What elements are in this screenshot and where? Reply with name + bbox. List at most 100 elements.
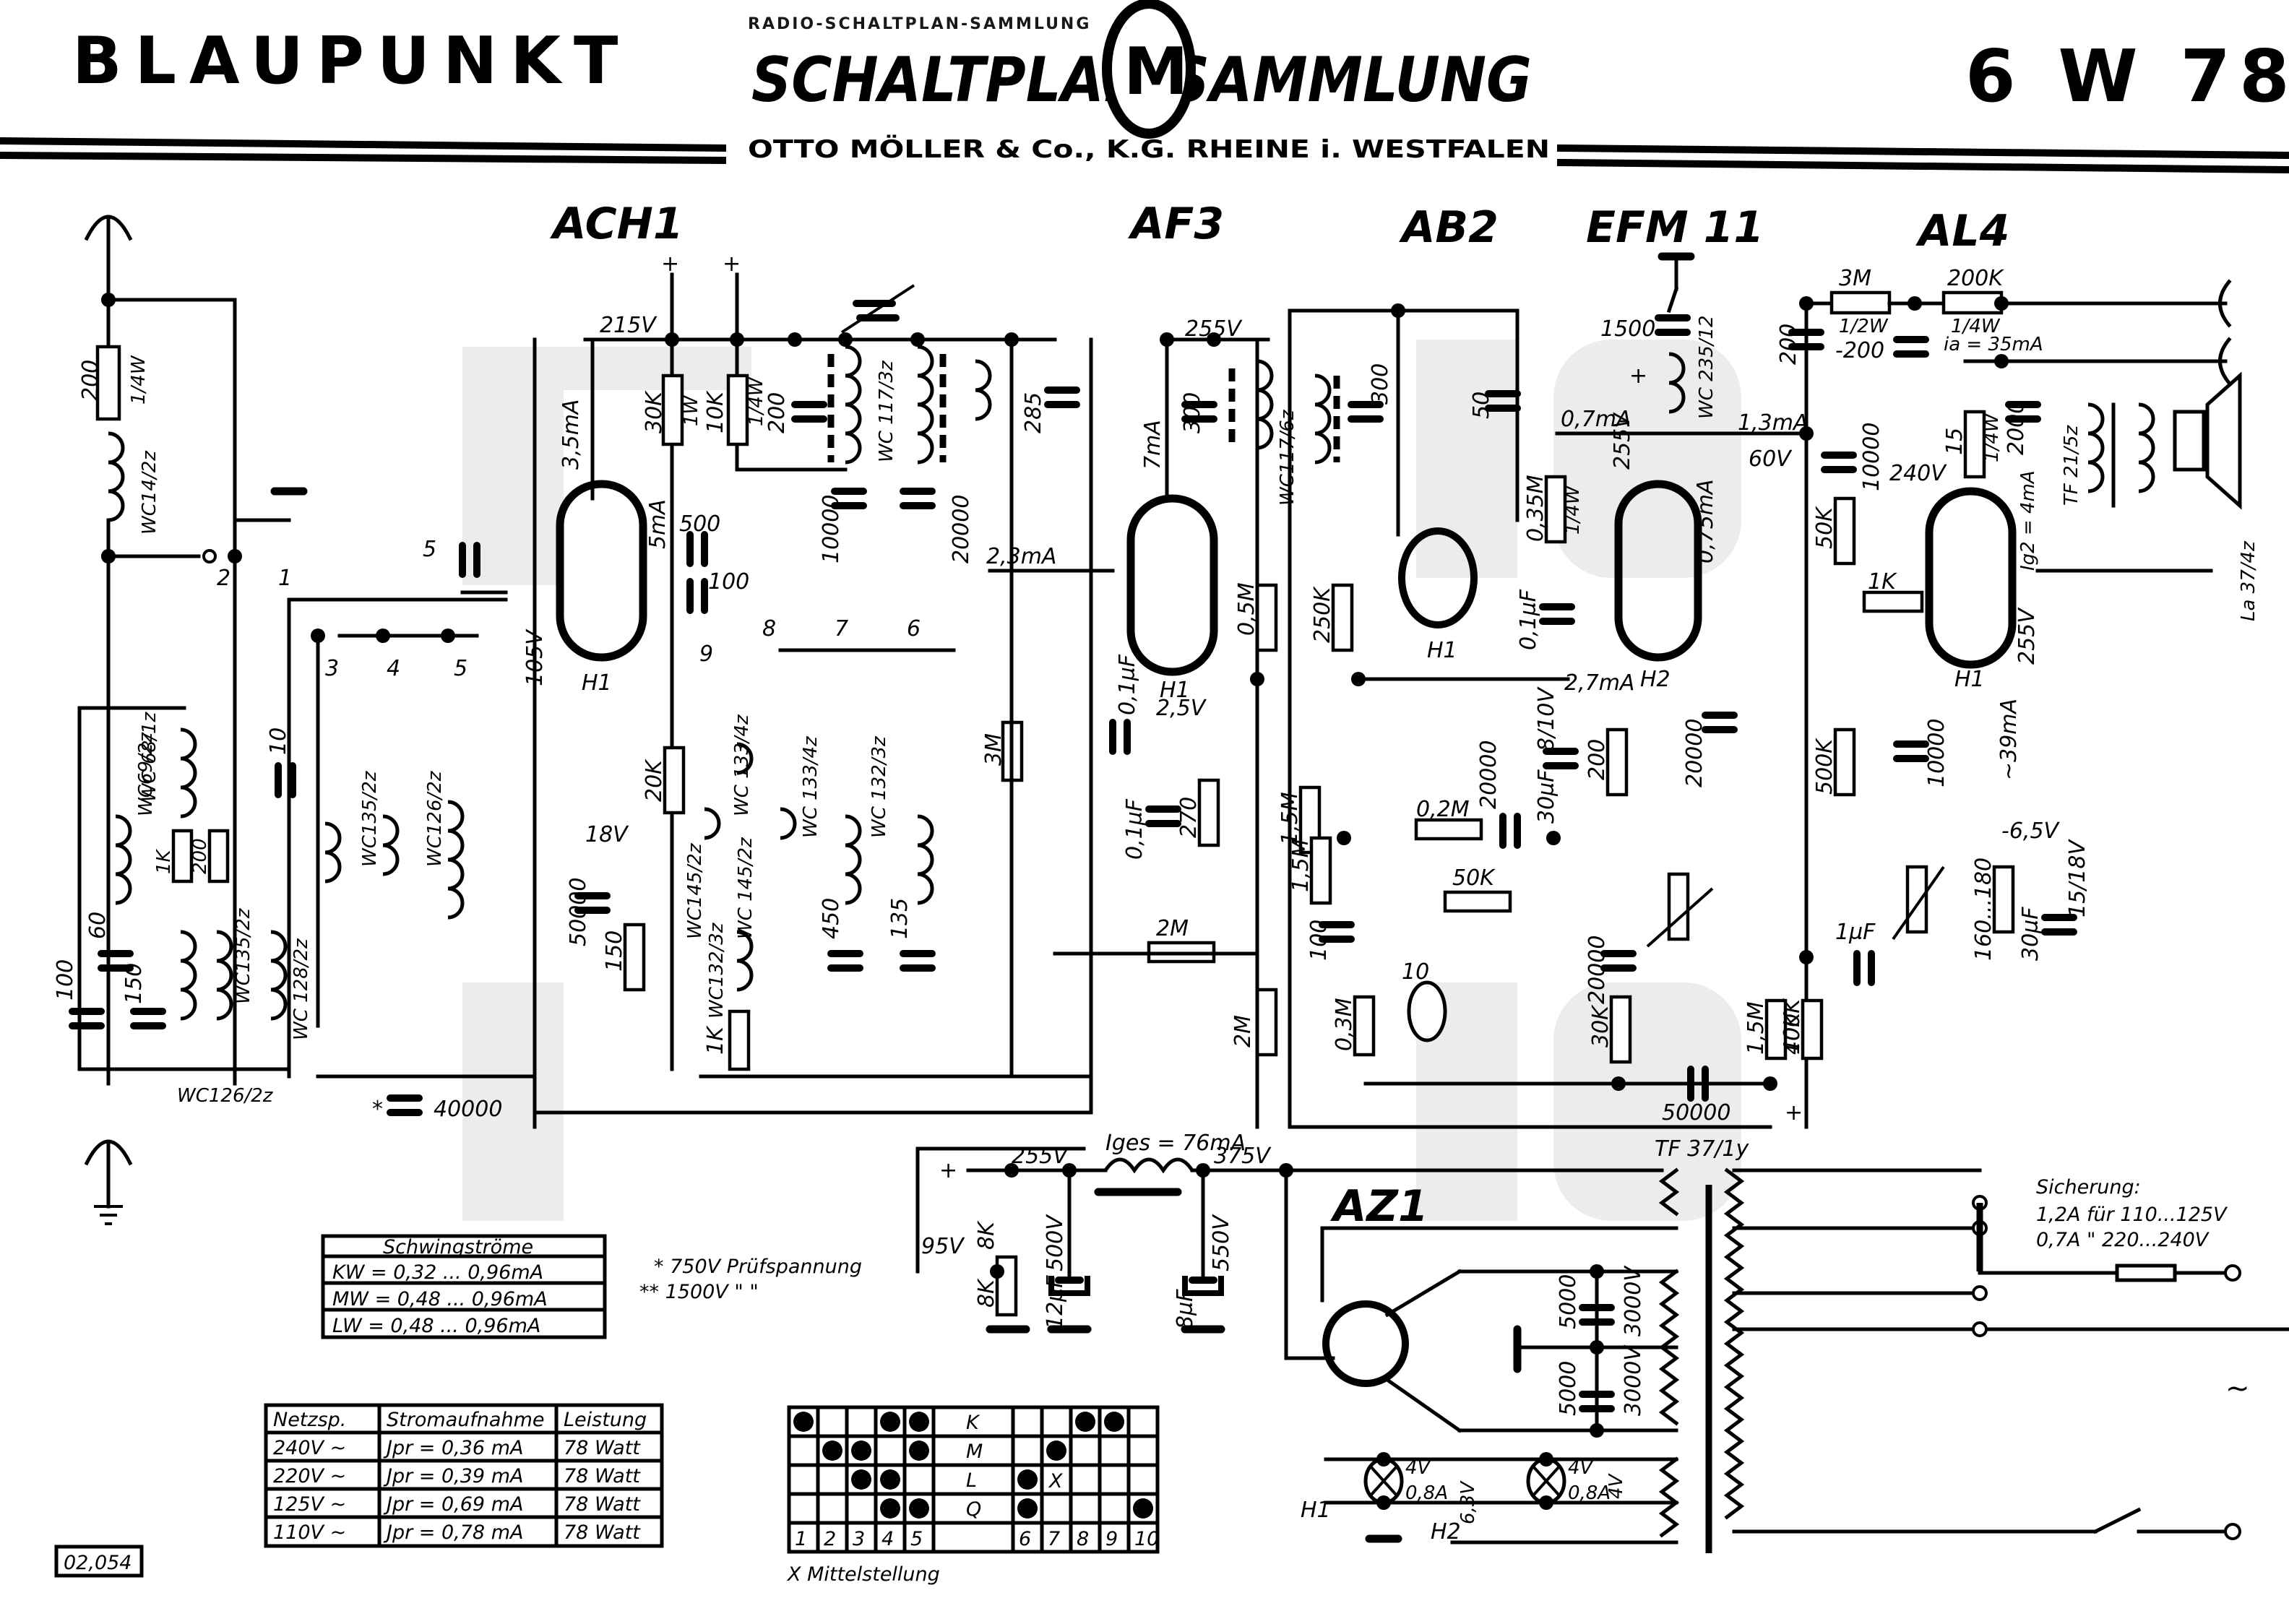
component-label: 5mA — [645, 499, 671, 549]
terminal — [202, 549, 217, 563]
resistor-15 — [1963, 410, 1986, 479]
junction-dot — [1799, 426, 1814, 441]
component-label: 100 — [708, 569, 749, 595]
tube-efm11 — [1614, 480, 1702, 662]
junction-dot — [1279, 1163, 1293, 1178]
switch-column-number: 1 — [795, 1528, 807, 1550]
component-shape — [321, 1234, 607, 1339]
wire-path — [736, 930, 754, 992]
component-label: 1K — [153, 848, 175, 874]
wire-path — [447, 800, 465, 920]
speaker-icon — [2205, 371, 2242, 510]
wire-path — [2218, 337, 2232, 386]
component-label: 1500 — [1600, 316, 1655, 342]
junction-dot — [1590, 1340, 1604, 1355]
wire — [1384, 1269, 1462, 1318]
voltage-selector-terminal — [1972, 1321, 1988, 1337]
contact-closed-dot — [1017, 1498, 1038, 1519]
component-label: 300 — [1180, 392, 1205, 433]
resistor-50k-al4 — [1833, 496, 1856, 566]
component-label: Ig2 = 4mA — [2017, 470, 2039, 571]
resistor-2m-b — [1255, 988, 1278, 1057]
component-label: 2,7mA — [1564, 670, 1634, 696]
wire-path — [780, 807, 797, 840]
component-shape — [54, 1545, 144, 1578]
component-label: 5 — [454, 656, 467, 681]
table-header: Netzsp. — [273, 1409, 346, 1431]
switch-position-label: L — [966, 1469, 977, 1492]
voltage-selector-terminal — [1972, 1285, 1988, 1301]
resistor-200 — [207, 829, 230, 884]
al4-section: 200 3M 1/2W -200 200K 1/4W ia = 35mA 1,3… — [1738, 266, 2259, 1129]
tube-label-al4: AL4 — [1915, 206, 2009, 256]
component-label: 240V — [1889, 461, 1947, 486]
component-label: 550V — [1209, 1214, 1234, 1271]
component-label: 10 — [266, 727, 291, 755]
wire-path — [845, 345, 862, 465]
component-label: 1/4W — [1562, 485, 1584, 535]
junction-dot — [665, 332, 679, 347]
resistor-1k — [171, 829, 194, 884]
tube-ab2 — [1398, 527, 1478, 629]
switch-column-number: 6 — [1019, 1528, 1031, 1550]
component-label: WC117/6z — [1277, 409, 1298, 506]
table-header: Leistung — [564, 1409, 647, 1431]
junction-dot — [1994, 296, 2009, 311]
component-label: 0,5M — [1234, 582, 1259, 636]
contact-closed-dot — [793, 1412, 814, 1432]
component-label: 2,5V — [1156, 696, 1207, 721]
wire — [1369, 1465, 1398, 1497]
component-label: 1/4W — [746, 376, 767, 426]
component-label: 6,3V — [1457, 1480, 1479, 1524]
component-label: 30K — [642, 390, 667, 433]
wire — [1532, 1465, 1561, 1497]
contact-closed-dot — [1104, 1412, 1124, 1432]
contact-closed-dot — [822, 1441, 842, 1461]
component-label: 300 — [1368, 363, 1393, 405]
wire-path — [845, 814, 862, 905]
table-cell: Jpr = 0,39 mA — [383, 1465, 523, 1487]
junction-dot — [1391, 303, 1405, 318]
component-label: 1K — [1868, 569, 1897, 595]
component-label: 250K — [1310, 586, 1335, 643]
ext-speaker-socket-icon — [2218, 279, 2232, 328]
table-cell: 78 Watt — [564, 1521, 641, 1544]
wire-path — [704, 807, 721, 840]
component-label: 10 — [1402, 959, 1429, 985]
component-label: + — [661, 251, 679, 277]
wire-path — [1658, 1456, 1680, 1538]
component-label: Iges = 76mA — [1105, 1131, 1246, 1156]
component-label: 10000 — [819, 495, 844, 563]
junction-dot — [1590, 1264, 1604, 1279]
junction-dot — [1799, 950, 1814, 964]
wire — [0, 152, 727, 164]
contact-closed-dot — [909, 1498, 929, 1519]
component-label: 500V — [1043, 1214, 1068, 1271]
component-label: 160...180 — [1971, 858, 1996, 961]
resistor-30k — [661, 373, 684, 446]
component-label: WC 117/3z — [876, 360, 897, 462]
component-label: 200 — [78, 360, 103, 401]
component-label: 8K — [974, 1278, 999, 1308]
component-shape — [264, 1403, 664, 1548]
component-label: 1W — [681, 394, 702, 426]
junction-dot — [101, 549, 116, 563]
wire-path — [1668, 352, 1686, 414]
resistor-1k-al4 — [1862, 590, 1924, 613]
component-label: + — [939, 1158, 957, 1183]
publisher-logo-letter: M — [1124, 34, 1189, 110]
model-number: 6 W 78 — [1965, 34, 2289, 118]
component-label: 2M — [1230, 1015, 1256, 1048]
component-shape — [564, 347, 751, 390]
publisher-logo-icon — [1102, 0, 1196, 139]
brand-title: BLAUPUNKT — [72, 23, 631, 99]
component-label: 3 — [325, 656, 339, 681]
component-label: 150 — [602, 930, 627, 972]
power-supply: + 255V Iges = 76mA 375V 95V 8K 8K 500V 1… — [915, 1131, 1664, 1334]
table-cell: 240V ~ — [273, 1437, 346, 1459]
tube-al4 — [1925, 487, 2017, 669]
component-label: 4 — [387, 656, 400, 681]
junction-dot — [838, 332, 853, 347]
af3-section: 255V 7mA 300 WC117/6z H1 2,5V 0,1µF 0,1µ… — [1053, 316, 1354, 1129]
